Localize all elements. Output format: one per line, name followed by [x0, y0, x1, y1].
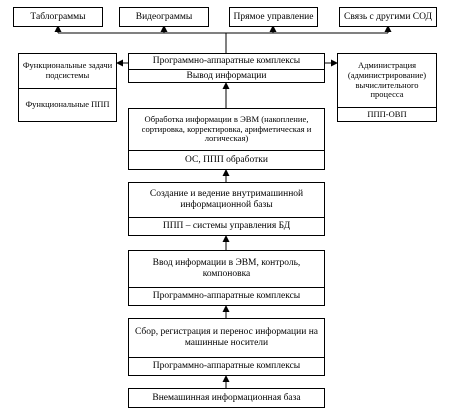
input-info: Ввод информации в ЭВМ, контроль, компоно… [152, 258, 301, 279]
collection-hardware-software: Программно-аппаратные комплексы [129, 357, 324, 375]
panel-administration: Администрация (администрирование) вычисл… [337, 53, 437, 122]
block-processing: Обработка информации в ЭВМ (накопление, … [128, 108, 325, 170]
collection-info: Сбор, регистрация и перенос информации н… [134, 327, 318, 348]
box-tables: Таблограммы [13, 7, 103, 27]
block-external-base: Внемашинная информационная база [128, 388, 325, 408]
database-management-software: ППП – системы управления БД [129, 217, 324, 235]
functional-tasks: Функциональные задачи подсистемы [22, 60, 113, 80]
block-output: Программно-аппаратные комплексы Вывод ин… [128, 53, 325, 83]
output-hardware-software: Программно-аппаратные комплексы [152, 56, 301, 67]
processing-software: ОС, ППП обработки [129, 150, 324, 169]
label-other-systems: Связь с другими СОД [344, 11, 432, 22]
block-collection: Сбор, регистрация и перенос информации н… [128, 318, 325, 376]
label-direct-control: Прямое управление [233, 11, 314, 22]
output-info: Вывод информации [129, 69, 324, 82]
label-video: Видеограммы [135, 11, 193, 22]
external-base-label: Внемашинная информационная база [152, 392, 301, 403]
administration-process: Администрация (администрирование) вычисл… [347, 59, 427, 100]
administration-packages: ППП-ОВП [338, 107, 436, 121]
box-other-systems: Связь с другими СОД [339, 7, 437, 27]
panel-functional: Функциональные задачи подсистемы Функцио… [18, 53, 117, 122]
functional-packages: Функциональные ППП [19, 88, 116, 121]
label-tables: Таблограммы [30, 11, 86, 22]
database-creation: Создание и ведение внутримашинной информ… [149, 189, 304, 210]
box-direct-control: Прямое управление [229, 7, 318, 27]
block-input: Ввод информации в ЭВМ, контроль, компоно… [128, 250, 325, 306]
processing-info: Обработка информации в ЭВМ (накопление, … [141, 113, 312, 144]
box-video: Видеограммы [119, 7, 209, 27]
input-hardware-software: Программно-аппаратные комплексы [129, 287, 324, 305]
block-database: Создание и ведение внутримашинной информ… [128, 182, 325, 236]
